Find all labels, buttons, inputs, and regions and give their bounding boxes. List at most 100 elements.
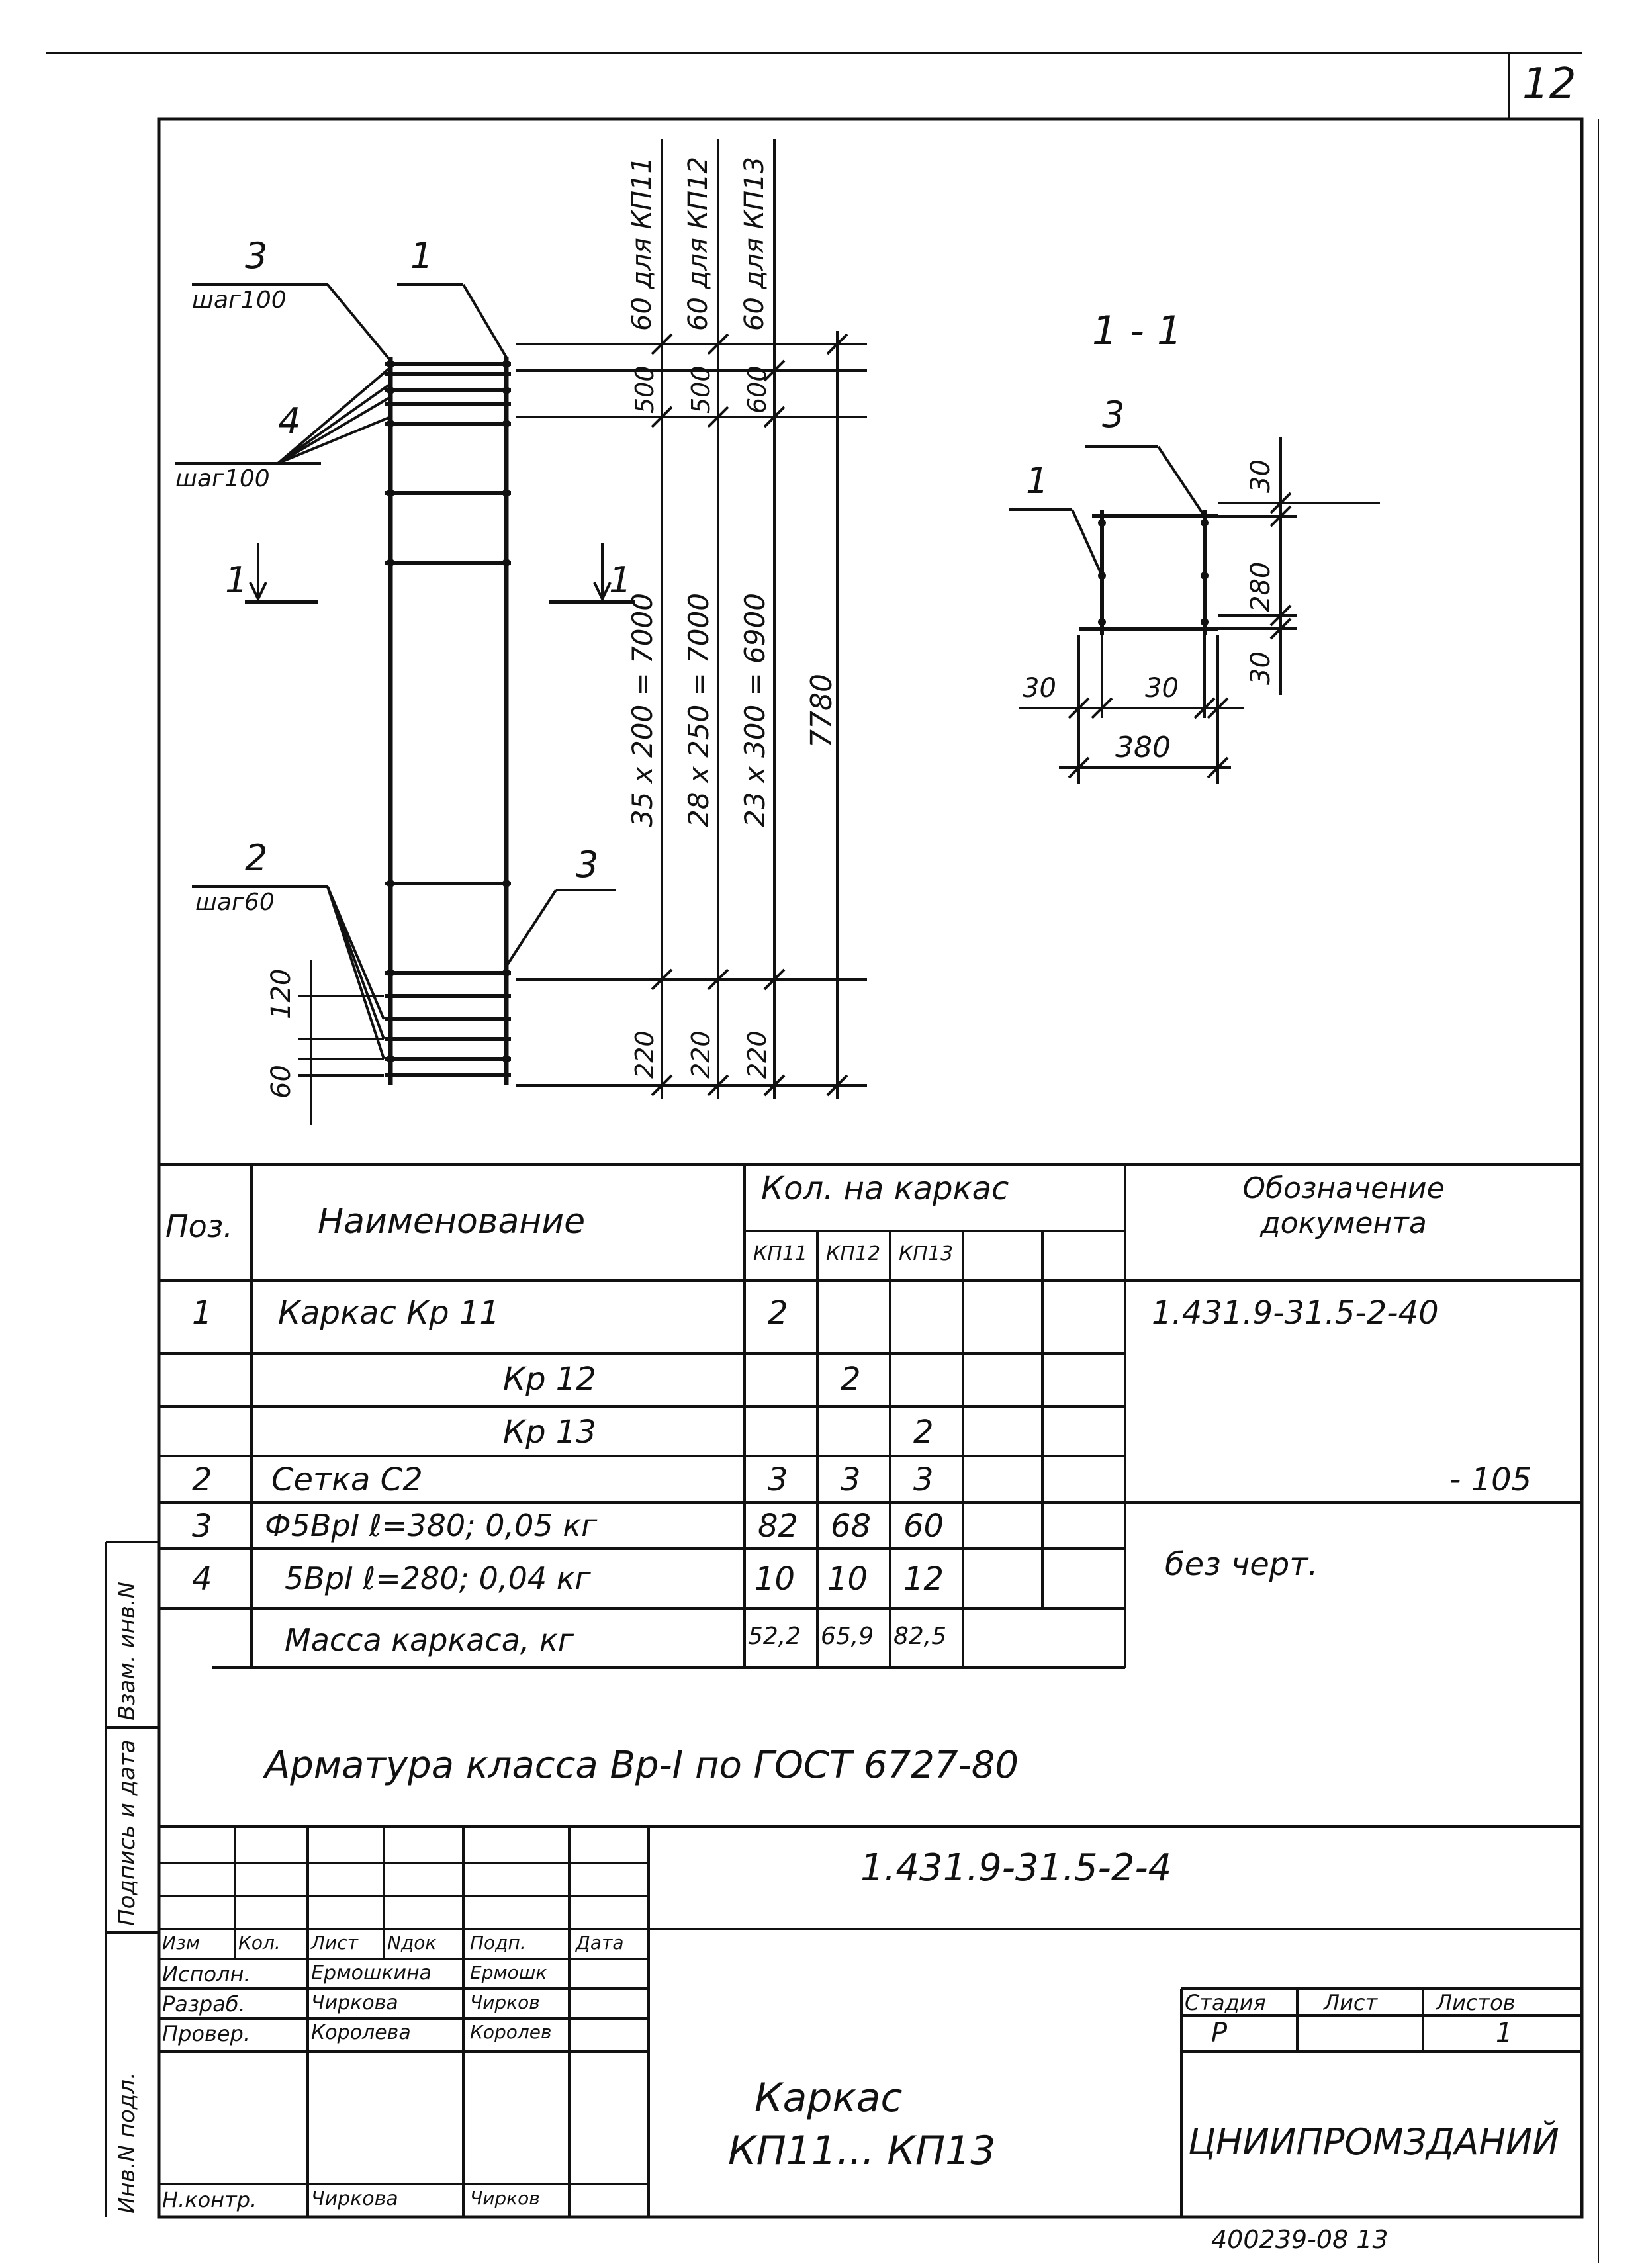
- elev-step-2: шаг60: [195, 889, 275, 916]
- stamp-sign-3: Королев: [470, 2021, 552, 2043]
- col1-top-label: 60 для КП11: [627, 157, 657, 331]
- section-dim-30-right: 30: [1145, 673, 1179, 703]
- organization: ЦНИИПРОМЗДАНИЙ: [1188, 2121, 1559, 2163]
- stamp-name-3: Королева: [311, 2021, 411, 2044]
- header-name: Наименование: [318, 1202, 586, 1242]
- stamp-col-data: Дата: [576, 1932, 624, 1954]
- row5-q3: 60: [903, 1508, 944, 1545]
- stamp-sign-4: Чирков: [470, 2187, 540, 2209]
- section-dim-280: 280: [1246, 561, 1276, 612]
- section-dim-30-top: 30: [1246, 459, 1276, 493]
- bottom-stamp-number: 400239-08 13: [1211, 2225, 1389, 2254]
- row5-pos: 3: [192, 1508, 212, 1545]
- row5-q2: 68: [831, 1508, 872, 1545]
- section-label-3: 3: [1102, 394, 1125, 435]
- section-label-1: 1: [1026, 460, 1049, 502]
- stamp-sign-2: Чирков: [470, 1991, 540, 2013]
- sheet-header: Лист: [1324, 1990, 1378, 2015]
- sheets-header: Листов: [1436, 1990, 1516, 2015]
- row4-q2: 3: [841, 1461, 861, 1498]
- col3-top-label: 60 для КП13: [739, 157, 770, 331]
- stamp-col-izm: Изм: [162, 1932, 200, 1954]
- row6-doc: без черт.: [1165, 1546, 1318, 1583]
- stamp-name-1: Ермошкина: [311, 1962, 432, 1985]
- elev-label-3-bottom: 3: [576, 844, 599, 885]
- row6-q2: 10: [827, 1561, 868, 1598]
- row5-q1: 82: [758, 1508, 799, 1545]
- side-inv-no: Инв.N подл.: [114, 2072, 140, 2214]
- stamp-sign-1: Ермошк: [470, 1962, 547, 1983]
- section-title: 1 - 1: [1092, 308, 1183, 354]
- elev-label-1-top: 1: [410, 235, 434, 277]
- reinforcement-note: Арматура класса Вр-I по ГОСТ 6727-80: [265, 1744, 1019, 1787]
- side-replace-inv: Взам. инв.N: [114, 1581, 140, 1721]
- row7-q1: 52,2: [748, 1623, 801, 1650]
- stage-value: Р: [1211, 2018, 1228, 2048]
- side-sign-date: Подпись и дата: [114, 1739, 140, 1926]
- section-mark-right: 1: [609, 559, 632, 601]
- doc-code: 1.431.9-31.5-2-4: [860, 1846, 1172, 1889]
- stamp-name-2: Чиркова: [311, 1991, 398, 2015]
- section-dim-30-bottom: 30: [1246, 651, 1276, 685]
- row2-q2: 2: [841, 1361, 861, 1398]
- page-number: 12: [1522, 60, 1576, 109]
- row3-q3: 2: [913, 1414, 934, 1451]
- col1-500: 500: [630, 365, 659, 414]
- stamp-col-list: Лист: [311, 1932, 358, 1954]
- row1-doc: 1.431.9-31.5-2-40: [1152, 1294, 1439, 1332]
- row3-name: Кр 13: [503, 1414, 596, 1451]
- header-qty-kp12: КП12: [826, 1242, 881, 1265]
- col2-220: 220: [686, 1030, 715, 1079]
- section-dim-30-left: 30: [1023, 673, 1056, 703]
- col3-mid: 23 x 300 = 6900: [739, 593, 771, 827]
- stamp-role-4: Н.контр.: [162, 2187, 257, 2212]
- row4-q1: 3: [768, 1461, 788, 1498]
- header-qty-kp13: КП13: [899, 1242, 954, 1265]
- row7-name: Масса каркаса, кг: [285, 1622, 574, 1658]
- row6-name: 5ВрI ℓ=280; 0,04 кг: [285, 1561, 591, 1596]
- col3-600: 600: [743, 365, 772, 414]
- row6-q1: 10: [754, 1561, 796, 1598]
- elev-label-3-top: 3: [245, 235, 268, 277]
- row1-q1: 2: [768, 1294, 788, 1332]
- stamp-name-4: Чиркова: [311, 2187, 398, 2210]
- row7-q3: 82,5: [893, 1623, 947, 1650]
- header-doc: Обозначение документа: [1242, 1171, 1445, 1240]
- row6-q3: 12: [903, 1561, 944, 1598]
- stamp-role-2: Разраб.: [162, 1991, 246, 2017]
- row5-name: Ф5ВрI ℓ=380; 0,05 кг: [265, 1508, 598, 1543]
- stage-header: Стадия: [1185, 1990, 1266, 2015]
- col2-mid: 28 x 250 = 7000: [682, 593, 715, 827]
- col1-mid: 35 x 200 = 7000: [626, 593, 659, 827]
- col3-220: 220: [743, 1030, 772, 1079]
- row4-pos: 2: [192, 1461, 212, 1498]
- row7-q2: 65,9: [821, 1623, 874, 1650]
- row4-name: Сетка С2: [271, 1461, 423, 1498]
- col2-500: 500: [686, 365, 715, 414]
- stamp-col-podp: Подп.: [470, 1932, 526, 1954]
- stamp-col-ndok: Nдок: [387, 1932, 437, 1954]
- dim-60: 60: [266, 1065, 297, 1099]
- header-pos: Поз.: [165, 1208, 233, 1244]
- row6-pos: 4: [192, 1561, 212, 1598]
- row4-doc: - 105: [1449, 1461, 1532, 1498]
- elev-label-2: 2: [245, 837, 268, 879]
- overall-7780: 7780: [805, 674, 839, 748]
- sheet-title-2: КП11... КП13: [728, 2128, 996, 2174]
- elev-step-4: шаг100: [175, 465, 270, 492]
- row1-name: Каркас Кр 11: [278, 1294, 500, 1332]
- header-qty: Кол. на каркас: [761, 1170, 1009, 1207]
- col1-220: 220: [630, 1030, 659, 1079]
- header-qty-kp11: КП11: [753, 1242, 808, 1265]
- sheet-title-1: Каркас: [754, 2075, 903, 2121]
- row1-pos: 1: [192, 1294, 212, 1332]
- row2-name: Кр 12: [503, 1361, 596, 1398]
- dim-120: 120: [266, 968, 297, 1019]
- section-dim-380: 380: [1115, 731, 1171, 764]
- elev-label-4: 4: [278, 400, 301, 442]
- stamp-col-kol: Кол.: [238, 1932, 281, 1954]
- col2-top-label: 60 для КП12: [683, 157, 713, 331]
- stamp-role-3: Провер.: [162, 2021, 250, 2046]
- elev-step-3-top: шаг100: [192, 287, 287, 314]
